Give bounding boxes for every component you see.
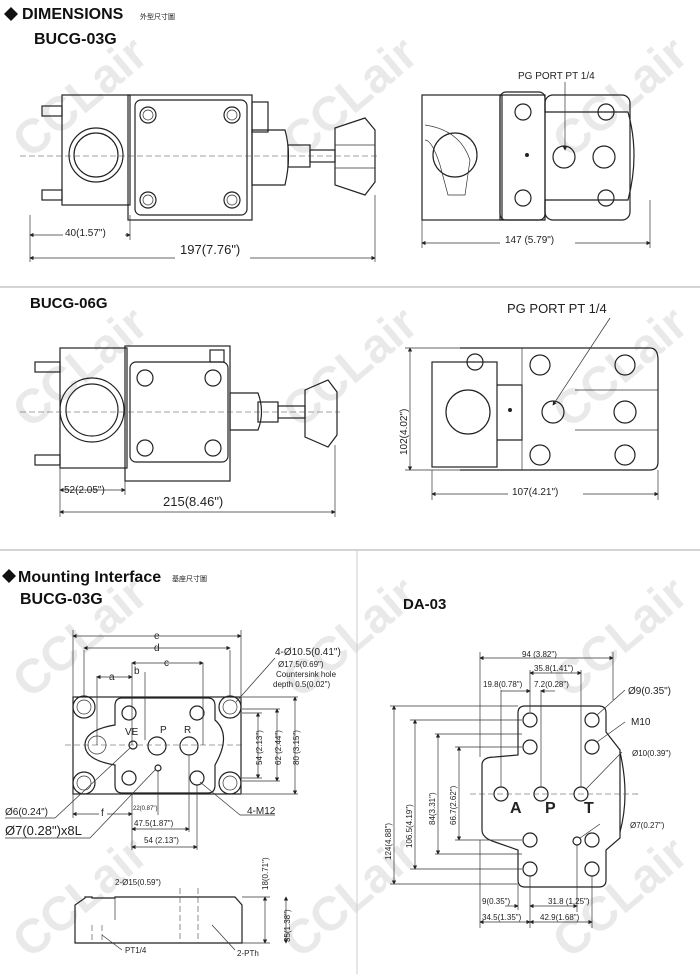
- dim-47-5: 47.5(1.87"): [134, 819, 174, 828]
- dim-phi6: Ø6(0.24"): [5, 807, 48, 818]
- model-da03: DA-03: [403, 596, 446, 613]
- dim-a: a: [109, 672, 115, 683]
- diamond-bullet-icon: [4, 7, 18, 21]
- da03-plate: [470, 705, 640, 888]
- port-r-label: R: [184, 725, 191, 736]
- countersink-diameter: Ø17.5(0.69"): [278, 660, 324, 669]
- dim-84: 84(3.31"): [428, 792, 437, 825]
- section-title-mounting-cn: 基座尺寸圖: [172, 574, 207, 583]
- countersink-depth: depth 0.5(0.02"): [273, 680, 330, 689]
- dim-35-8: 35.8(1.41"): [534, 664, 574, 673]
- model-bucg06g: BUCG-06G: [30, 295, 108, 312]
- port-t-label: T: [584, 800, 594, 817]
- dim-width: 147 (5.79"): [505, 235, 554, 246]
- dim-94: 94 (3.82"): [522, 650, 557, 659]
- port-p-label: P: [160, 725, 167, 736]
- model-mounting-bucg03g: BUCG-03G: [20, 591, 103, 608]
- dim-22: 22(0.87"): [133, 806, 157, 812]
- svg-text:CCLair: CCLair: [3, 567, 158, 709]
- dim-b: b: [134, 666, 140, 677]
- dim-height-06: 102(4.02"): [399, 409, 410, 455]
- dim-19-8: 19.8(0.78"): [483, 680, 523, 689]
- dim-18: 18(0.71"): [261, 857, 270, 890]
- section-title-mounting: Mounting Interface: [18, 569, 161, 586]
- pt14-callout: PT1/4: [125, 946, 147, 955]
- dim-66-7: 66.7(2.62"): [449, 785, 458, 825]
- m10-callout: M10: [631, 717, 651, 728]
- m12-callout: 4-M12: [247, 806, 276, 817]
- dim-42-9: 42.9(1.68"): [540, 913, 580, 922]
- model-bucg03g: BUCG-03G: [34, 31, 117, 48]
- dim-31-8: 31.8 (1.25"): [548, 897, 590, 906]
- dim-54-horizontal: 54 (2.13"): [144, 836, 179, 845]
- dim-34-5: 34.5(1.35"): [482, 913, 522, 922]
- bucg06g-side-view: [20, 345, 340, 482]
- svg-text:CCLair: CCLair: [3, 297, 158, 439]
- phi7-callout: Ø7(0.27"): [630, 821, 665, 830]
- phi9-callout: Ø9(0.35"): [628, 686, 671, 697]
- dim-54: 54 (2.13"): [255, 730, 264, 765]
- dim-80: 80 (3.15"): [292, 730, 301, 765]
- pg-port-label-03: PG PORT PT 1/4: [518, 71, 595, 82]
- svg-text:CCLair: CCLair: [543, 27, 698, 169]
- dim-7-2: 7.2(0.28"): [534, 680, 569, 689]
- dim-phi7: Ø7(0.28")x8L: [5, 823, 82, 838]
- dim-length-06: 215(8.46"): [163, 494, 223, 509]
- svg-text:CCLair: CCLair: [273, 27, 428, 169]
- dim-f: f: [101, 808, 104, 819]
- countersink-label: Countersink hole: [276, 670, 337, 679]
- dim-c: c: [164, 658, 169, 669]
- dim-phi15: 2-Ø15(0.59"): [115, 878, 161, 887]
- section-title-dimensions-cn: 外型尺寸圖: [140, 12, 175, 21]
- diamond-bullet-icon: [2, 569, 16, 583]
- dim-106-5: 106.5(4.19"): [405, 804, 414, 848]
- bucg03g-plate-side-view: [74, 888, 243, 944]
- section-title-dimensions: DIMENSIONS: [22, 6, 124, 23]
- pth-callout: 2-PTh: [237, 949, 259, 958]
- bucg06g-end-view: [431, 347, 659, 471]
- dim-length: 197(7.76"): [180, 242, 240, 257]
- dim-35: 35(1.38"): [283, 909, 292, 942]
- dim-9: 9(0.35"): [482, 897, 511, 906]
- bucg03g-end-view: [421, 91, 635, 221]
- dim-62: 62 (2.44"): [274, 730, 283, 765]
- bucg03g-side-view: [20, 94, 380, 221]
- svg-text:CCLair: CCLair: [543, 297, 698, 439]
- dim-port-width-06: 52(2.05"): [64, 485, 105, 496]
- dim-e: e: [154, 631, 160, 642]
- dim-width-06: 107(4.21"): [512, 487, 558, 498]
- bucg03g-mounting-plate: [65, 695, 245, 795]
- dim-port-width: 40(1.57"): [65, 228, 106, 239]
- hole-callout: 4-Ø10.5(0.41"): [275, 647, 341, 658]
- phi10-callout: Ø10(0.39"): [632, 749, 671, 758]
- port-a-label: A: [510, 800, 522, 817]
- dim-d: d: [154, 643, 160, 654]
- dim-124: 124(4.88"): [384, 823, 393, 860]
- port-p-label-da03: P: [545, 800, 556, 817]
- pg-port-label-06: PG PORT PT 1/4: [507, 301, 607, 316]
